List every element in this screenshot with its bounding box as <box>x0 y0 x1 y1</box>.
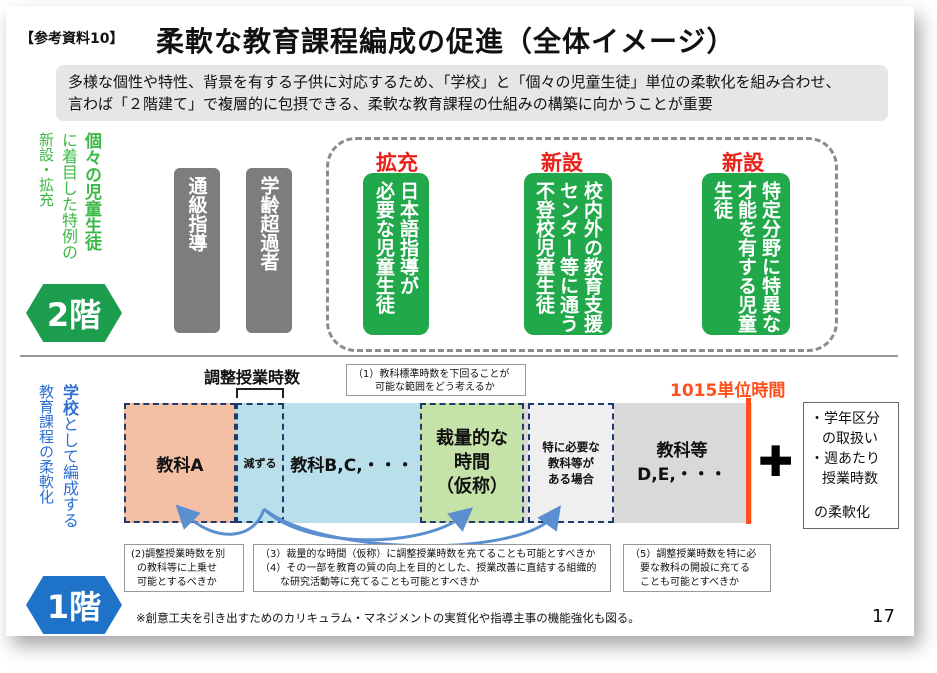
summary-line-2: 言わば「２階建て」で複層的に包摂できる、柔軟な教育課程の仕組みの構築に向かうこと… <box>68 95 713 113</box>
floor2-side-col2: に着目した特例の <box>59 132 78 260</box>
special-subject-box: 特に必要な 教科等が ある場合 <box>528 403 614 523</box>
bar-tsukyu-shido: 通級指導 <box>174 168 220 333</box>
page-number: 17 <box>872 606 895 627</box>
summary-box: 多様な個性や特性、背景を有する子供に対応するため、「学校」と「個々の児童生徒」単… <box>56 65 888 121</box>
reference-label: 【参考資料10】 <box>20 31 124 47</box>
card-japanese-instruction: 日本語指導が 必要な児童生徒 <box>363 173 429 335</box>
bar-gakurei-chokasha: 学齢超過者 <box>246 168 292 333</box>
discretionary-time-box: 裁量的な 時間 （仮称） <box>420 403 524 523</box>
new-special-cases-group <box>326 137 838 352</box>
floor1-badge: 1階 <box>26 576 122 634</box>
card-gifted-students: 特定分野に特異な 才能を有する児童 生徒 <box>702 173 790 335</box>
slide: 【参考資料10】 柔軟な教育課程編成の促進（全体イメージ） 多様な個性や特性、背… <box>6 6 914 636</box>
floor1-side-col2: 教育課程の柔軟化 <box>37 384 55 504</box>
floor2-side-col1: 個々の児童生徒 <box>81 132 101 251</box>
card-truancy-support-center: 校内外の教育支援 センター等に通う 不登校児童生徒 <box>524 173 612 335</box>
page-title: 柔軟な教育課程編成の促進（全体イメージ） <box>156 25 736 58</box>
hours-limit-line <box>746 398 751 524</box>
subject-de-box: 教科等 D,E,・・・ <box>618 403 746 523</box>
note-5: （5）調整授業時数を特に必 要な教科の開設に充てる ことも可能とすべきか <box>623 544 771 592</box>
adjust-hours-label: 調整授業時数 <box>204 368 301 387</box>
floor-divider <box>20 355 898 357</box>
hours-1015-label: 1015単位時間 <box>670 381 786 401</box>
plus-icon: ✚ <box>758 437 794 486</box>
floor1-side-label: 学校として編成する 教育課程の柔軟化 <box>36 384 80 574</box>
tag-shinsetsu-2: 新設 <box>722 151 764 175</box>
adjust-bracket <box>236 388 284 398</box>
footer-note: ※創意工夫を引き出すためのカリキュラム・マネジメントの実質化や指導主事の機能強化… <box>136 611 640 625</box>
note-2: (2)調整授業時数を別 の教科等に上乗せ 可能とするべきか <box>124 544 244 592</box>
tag-kakuju: 拡充 <box>376 151 418 175</box>
subject-bc-box: 教科B,C,・・・ <box>284 403 420 523</box>
floor2-side-label: 個々の児童生徒 に着目した特例の 新設・拡充 <box>36 132 102 282</box>
floor2-badge: 2階 <box>26 284 122 342</box>
note-3-4: （3）裁量的な時間（仮称）に調整授業時数を充てることも可能とすべきか （4）その… <box>253 544 611 592</box>
floor1-side-col1: 学校として編成する <box>60 384 79 528</box>
floor2-side-col3: 新設・拡充 <box>37 132 55 207</box>
flexibility-box: ・学年区分 の取扱い ・週あたり 授業時数 の柔軟化 <box>803 402 899 529</box>
summary-line-1: 多様な個性や特性、背景を有する子供に対応するため、「学校」と「個々の児童生徒」単… <box>68 73 841 91</box>
subject-a-box: 教科A <box>124 403 236 523</box>
tag-shinsetsu-1: 新設 <box>541 151 583 175</box>
reduce-box: 減ずる <box>236 403 284 523</box>
note-1: （1）教科標準時数を下回ることが 可能な範囲をどう考えるか <box>346 364 526 396</box>
